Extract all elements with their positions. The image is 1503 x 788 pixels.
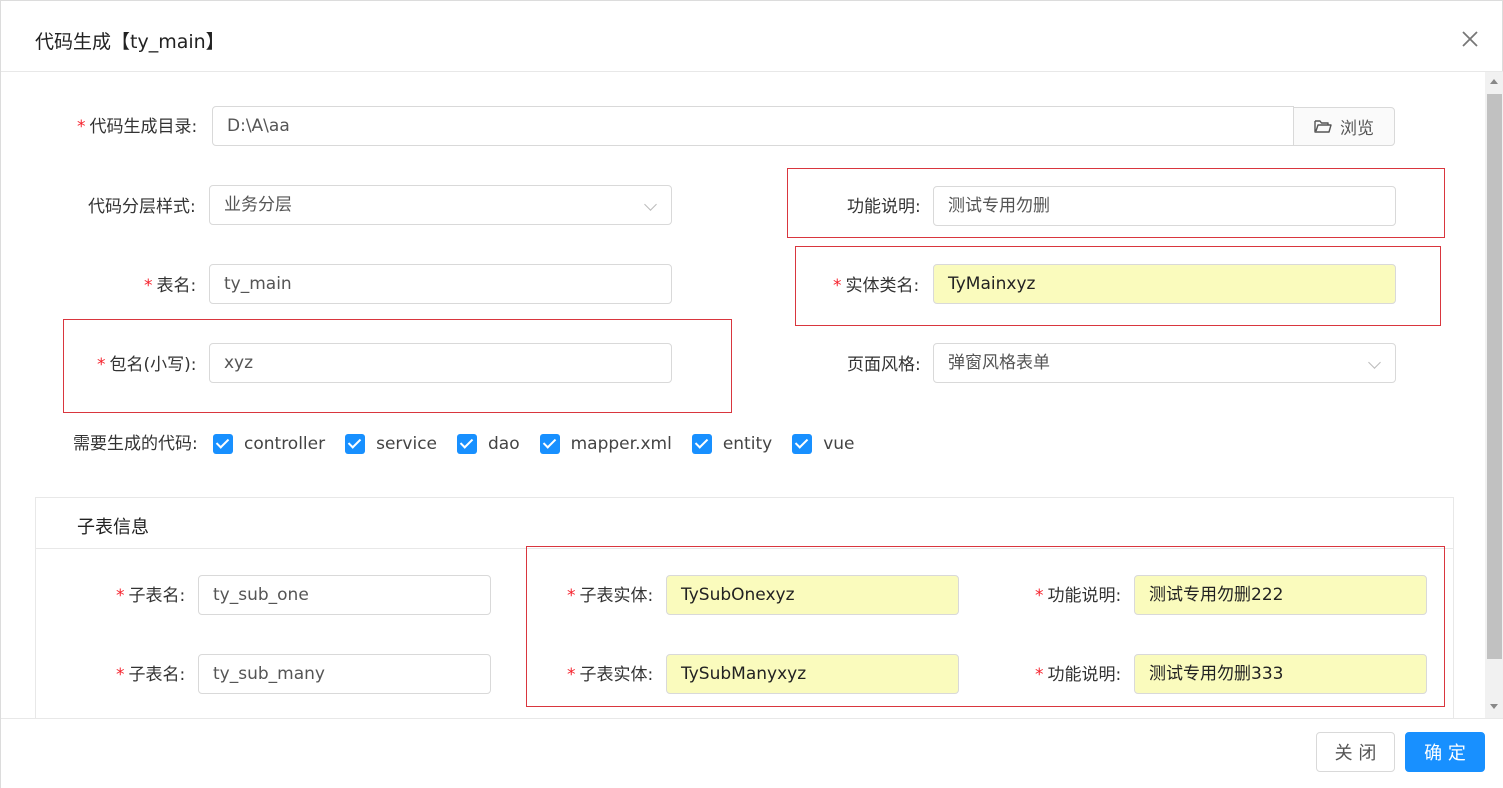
close-button[interactable]: 关 闭 (1316, 732, 1395, 772)
checkbox-checked-icon (345, 434, 366, 454)
entity-name-label: *实体类名: (833, 276, 920, 296)
checkbox-checked-icon (691, 434, 712, 454)
vertical-scrollbar[interactable] (1485, 72, 1503, 718)
table-name-input[interactable]: ty_main (209, 264, 672, 304)
dialog-title: 代码生成【ty_main】 (35, 31, 225, 53)
subtable-desc-label: *功能说明: (1035, 665, 1122, 685)
browse-button[interactable]: 浏览 (1293, 107, 1395, 146)
subtable-card-header: 子表信息 (36, 498, 1453, 549)
confirm-button[interactable]: 确 定 (1405, 732, 1485, 772)
subtable-name-label: *子表名: (116, 586, 186, 606)
table-name-label: *表名: (144, 276, 197, 296)
chevron-down-icon (644, 198, 657, 211)
package-name-label: *包名(小写): (97, 355, 197, 375)
subtable-card: 子表信息 (35, 497, 1454, 719)
annotation-box-description (787, 168, 1445, 238)
annotation-box-package (63, 319, 732, 413)
dialog-header: 代码生成【ty_main】 (1, 1, 1503, 72)
layer-style-value: 业务分层 (224, 195, 292, 215)
subtable-name-input[interactable]: ty_sub_many (198, 654, 491, 694)
folder-open-icon (1314, 120, 1332, 133)
layer-style-select[interactable]: 业务分层 (209, 185, 672, 225)
checkbox-service[interactable]: service (345, 434, 437, 454)
checkbox-checked-icon (213, 434, 233, 454)
checkbox-entity[interactable]: entity (691, 434, 772, 454)
subtable-entity-label: *子表实体: (567, 665, 654, 685)
annotation-box-entity (795, 246, 1441, 326)
subtable-name-input[interactable]: ty_sub_one (198, 575, 491, 615)
checkbox-checked-icon (539, 434, 560, 454)
subtable-entity-input[interactable]: TySubManyxyz (666, 654, 959, 694)
close-icon[interactable] (1460, 29, 1480, 49)
chevron-down-icon (1368, 356, 1381, 369)
description-input[interactable]: 测试专用勿删 (933, 186, 1396, 226)
output-dir-label: *代码生成目录: (77, 117, 198, 137)
subtable-card-title: 子表信息 (77, 517, 149, 538)
subtable-name-label: *子表名: (116, 665, 186, 685)
code-types-checkbox-group: controller service dao mapper.xml entity… (213, 433, 874, 455)
package-name-input[interactable]: xyz (209, 343, 672, 383)
subtable-entity-input[interactable]: TySubOnexyz (666, 575, 959, 615)
subtable-desc-input[interactable]: 测试专用勿删222 (1134, 575, 1427, 615)
subtable-desc-label: *功能说明: (1035, 586, 1122, 606)
scroll-down-icon[interactable] (1490, 704, 1498, 709)
page-style-select[interactable]: 弹窗风格表单 (933, 343, 1396, 383)
scroll-up-icon[interactable] (1490, 79, 1498, 84)
page-style-label: 页面风格: (847, 355, 921, 375)
subtable-entity-label: *子表实体: (567, 586, 654, 606)
checkbox-controller[interactable]: controller (213, 434, 325, 454)
checkbox-checked-icon (792, 434, 813, 454)
checkbox-checked-icon (457, 434, 478, 454)
checkbox-dao[interactable]: dao (457, 434, 520, 454)
description-label: 功能说明: (847, 197, 921, 217)
page-style-value: 弹窗风格表单 (948, 353, 1050, 373)
checkbox-vue[interactable]: vue (792, 434, 854, 454)
code-types-label: 需要生成的代码: (73, 434, 198, 454)
subtable-desc-input[interactable]: 测试专用勿删333 (1134, 654, 1427, 694)
checkbox-mapper-xml[interactable]: mapper.xml (539, 434, 672, 454)
dialog-footer: 关 闭 确 定 (1, 718, 1503, 788)
entity-name-input[interactable]: TyMainxyz (933, 264, 1396, 304)
scrollbar-thumb[interactable] (1487, 94, 1502, 659)
browse-button-label: 浏览 (1340, 119, 1374, 139)
layer-style-label: 代码分层样式: (88, 197, 196, 217)
annotation-box-subtables (526, 546, 1445, 707)
output-dir-input[interactable]: D:\A\aa (212, 106, 1294, 146)
